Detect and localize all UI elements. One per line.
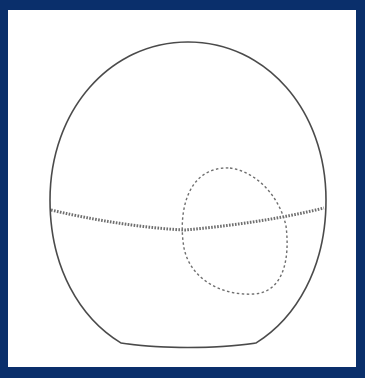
equator-dashed-line bbox=[51, 208, 324, 230]
ear-region-dashed-loop bbox=[182, 168, 287, 294]
